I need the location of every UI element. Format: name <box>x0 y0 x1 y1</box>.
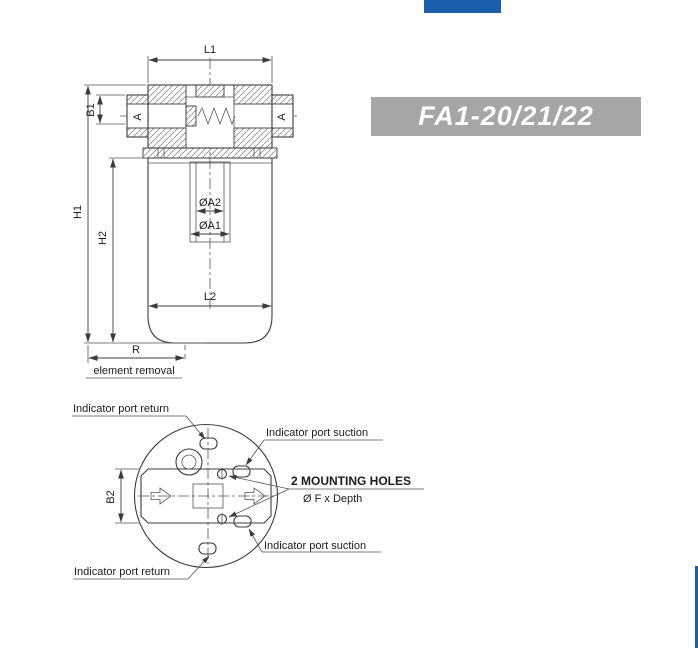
dim-da2-label: ØA2 <box>199 197 221 209</box>
element-removal-label: element removal <box>93 365 174 377</box>
callout-return-bottom: Indicator port return <box>73 555 210 580</box>
model-banner: FA1-20/21/22 <box>371 97 641 136</box>
top-plug <box>195 84 225 98</box>
label-mounting-detail: Ø F x Depth <box>303 493 362 505</box>
indicator-port-return-top <box>199 437 218 450</box>
mounting-hole-bottom <box>216 513 228 525</box>
indicator-port-suction-top <box>232 465 251 478</box>
dim-h2-label: H2 <box>97 231 109 245</box>
mounting-hole-top <box>216 468 228 480</box>
callout-suction-top: Indicator port suction <box>245 427 383 466</box>
filter-bowl: ØA2 ØA1 L2 <box>147 157 273 344</box>
flange-circle <box>133 423 279 569</box>
dim-l2-label: L2 <box>204 291 216 303</box>
dim-r-label: R <box>132 344 140 356</box>
right-edge-accent <box>695 566 698 648</box>
dim-b2-label: B2 <box>105 490 117 503</box>
dim-b2: B2 <box>105 468 140 524</box>
dim-da1-label: ØA1 <box>199 220 221 232</box>
model-code: FA1-20/21/22 <box>418 101 594 131</box>
port-boss-inner <box>181 454 197 470</box>
port-boss-outer <box>175 448 203 476</box>
bypass-valve <box>185 105 197 127</box>
indicator-port-suction-bottom <box>233 515 252 528</box>
section-label-a-left: A <box>132 113 144 121</box>
dim-b1-label: B1 <box>85 103 97 116</box>
dim-b1: B1 <box>85 94 125 125</box>
center-spigot <box>192 483 224 509</box>
dim-l1: L1 <box>147 44 273 83</box>
dim-h1: H1 <box>72 84 205 344</box>
side-ports: A A <box>126 94 294 138</box>
filter-head <box>128 84 290 149</box>
label-suction-bottom: Indicator port suction <box>264 540 366 552</box>
valve-spring <box>197 106 236 126</box>
label-mounting-holes: 2 MOUNTING HOLES <box>291 474 411 488</box>
side-view: A A ØA2 ØA1 L2 <box>72 44 300 379</box>
indicator-port-return-bottom <box>198 542 217 555</box>
callout-suction-bottom: Indicator port suction <box>248 528 381 553</box>
top-blue-bar <box>424 0 501 13</box>
label-return-top: Indicator port return <box>73 403 169 415</box>
dim-l1-label: L1 <box>204 44 216 56</box>
callout-return-top: Indicator port return <box>72 403 206 440</box>
section-label-a-right: A <box>276 113 288 121</box>
dim-h1-label: H1 <box>72 205 84 219</box>
head-flange <box>142 147 278 159</box>
callout-mounting-holes: 2 MOUNTING HOLES Ø F x Depth <box>228 474 424 518</box>
dim-h2: H2 <box>97 157 146 343</box>
flow-arrow-left <box>150 487 172 505</box>
filter-element <box>189 161 231 243</box>
bottom-view: B2 Indicator port return Indicator port … <box>72 403 424 580</box>
label-suction-top: Indicator port suction <box>266 427 368 439</box>
label-return-bottom: Indicator port return <box>74 566 170 578</box>
flow-arrow-right <box>244 487 266 505</box>
dim-r: R element removal <box>86 344 186 379</box>
